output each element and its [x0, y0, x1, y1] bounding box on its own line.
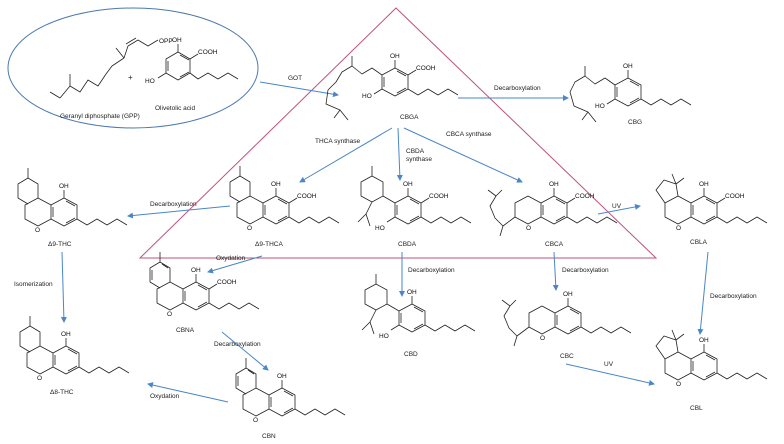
cbla-to-cbl-arrow	[697, 251, 709, 335]
svg-text:O: O	[676, 381, 681, 388]
cbna-to-cbn-arrow	[221, 331, 269, 371]
cbga-label: CBGA	[400, 114, 419, 121]
svg-text:OH: OH	[699, 181, 709, 188]
svg-text:COOH: COOH	[416, 65, 436, 72]
svg-text:COOH: COOH	[217, 279, 237, 286]
svg-text:O: O	[253, 417, 258, 424]
svg-text:HO: HO	[362, 93, 372, 100]
svg-text:OH: OH	[59, 183, 69, 190]
cbca-synthase-label: CBCA synthase	[446, 131, 492, 138]
svg-text:OH: OH	[277, 373, 287, 380]
decarb-cbd-label: Decarboxylation	[408, 267, 455, 274]
cbca-to-cbla-arrow	[597, 203, 641, 215]
cbca-structure: OH COOH O	[487, 181, 618, 237]
svg-text:OH: OH	[623, 63, 633, 70]
cbd-label: CBD	[404, 351, 418, 358]
olivetolic-acid-structure: OH COOH HO	[145, 37, 239, 85]
svg-text:O: O	[540, 335, 545, 342]
cbl-label: CBL	[690, 405, 703, 412]
cbc-structure: OH O	[501, 291, 632, 347]
oxydation-1-arrow	[207, 255, 263, 274]
cbca-synthase-arrow	[403, 127, 523, 183]
oxydation-1-label: Oxydation	[216, 255, 246, 262]
svg-text:OH: OH	[271, 181, 281, 188]
thca-synthase-label: THCA synthase	[315, 138, 361, 145]
svg-text:OH: OH	[563, 291, 573, 298]
cbca-label: CBCA	[545, 241, 564, 248]
cbda-synthase-arrow	[396, 127, 403, 181]
olivetolic-acid-label: Olivetolic acid	[155, 105, 195, 112]
svg-text:OH: OH	[407, 289, 417, 296]
thc8-structure: OH O	[19, 316, 130, 382]
thc8-label: Δ8-THC	[50, 389, 74, 396]
svg-text:OH: OH	[390, 53, 400, 60]
svg-text:COOH: COOH	[297, 193, 317, 200]
thc9-structure: OH O	[17, 168, 128, 234]
opp-label: OPP	[159, 38, 173, 45]
cbn-label: CBN	[262, 433, 276, 440]
uv1-label: UV	[612, 203, 622, 210]
decarb-cbc-label: Decarboxylation	[562, 267, 609, 274]
got-arrow	[259, 81, 339, 98]
decarb-cbl-label: Decarboxylation	[710, 293, 757, 300]
thc9-label: Δ9-THC	[48, 241, 72, 248]
svg-text:COOH: COOH	[725, 193, 745, 200]
decarb-cbg-label: Decarboxylation	[494, 85, 541, 92]
svg-text:O: O	[247, 225, 252, 232]
pathway-triangle	[138, 7, 658, 259]
uv2-label: UV	[604, 361, 614, 368]
svg-text:OH: OH	[549, 181, 559, 188]
isomerization-arrow	[60, 251, 67, 323]
svg-text:OH: OH	[699, 337, 709, 344]
cbg-label: CBG	[628, 119, 642, 126]
svg-text:O: O	[167, 311, 172, 318]
svg-text:HO: HO	[595, 103, 605, 110]
thca-structure: OH COOH O	[229, 166, 340, 232]
thca-label: Δ9-THCA	[255, 241, 283, 248]
plus-sign: +	[128, 73, 133, 82]
svg-text:OH: OH	[61, 331, 71, 338]
cbca-to-cbc-arrow	[552, 251, 559, 291]
svg-text:COOH: COOH	[575, 193, 595, 200]
precursor-ellipse	[7, 7, 259, 129]
svg-text:O: O	[676, 225, 681, 232]
cbla-label: CBLA	[690, 239, 708, 246]
svg-text:OH: OH	[172, 37, 182, 44]
svg-text:OH: OH	[191, 267, 201, 274]
cbna-label: CBNA	[176, 327, 195, 334]
svg-text:HO: HO	[375, 225, 385, 232]
svg-text:O: O	[526, 225, 531, 232]
gpp-structure: OPP	[49, 37, 173, 99]
svg-text:O: O	[35, 227, 40, 234]
svg-text:HO: HO	[379, 333, 389, 340]
cbd-structure: OH HO	[361, 274, 476, 340]
oxydation-2-arrow	[147, 382, 229, 403]
thca-to-thc9-arrow	[127, 205, 231, 219]
cbc-to-cbl-arrow	[565, 363, 655, 386]
oxydation-2-label: Oxydation	[150, 393, 180, 400]
decarb-cbn-label: Decarboxylation	[214, 341, 261, 348]
cbda-synthase-label-1: CBDA	[406, 148, 425, 155]
svg-text:O: O	[37, 375, 42, 382]
isomerization-label: Isomerization	[14, 281, 53, 288]
cbg-structure: OH HO	[569, 63, 692, 123]
cbda-synthase-label-2: synthase	[406, 156, 432, 163]
cbla-structure: OH COOH O	[655, 173, 768, 232]
cbna-structure: OH COOH O	[149, 252, 260, 318]
thca-synthase-arrow	[299, 127, 393, 183]
cbga-structure: OH COOH HO	[325, 53, 459, 121]
svg-text:HO: HO	[145, 78, 155, 85]
cbda-label: CBDA	[398, 241, 417, 248]
gpp-label: Geranyl diphosphate (GPP)	[60, 113, 140, 120]
svg-text:COOH: COOH	[198, 49, 218, 56]
cbl-structure: OH O	[655, 329, 768, 388]
svg-text:COOH: COOH	[429, 193, 449, 200]
svg-text:OH: OH	[403, 181, 413, 188]
cbda-structure: OH COOH HO	[357, 166, 472, 232]
cbc-label: CBC	[560, 353, 574, 360]
cbn-structure: OH O	[235, 358, 346, 424]
got-label: GOT	[288, 75, 302, 82]
decarb-thc-label: Decarboxylation	[150, 201, 197, 208]
